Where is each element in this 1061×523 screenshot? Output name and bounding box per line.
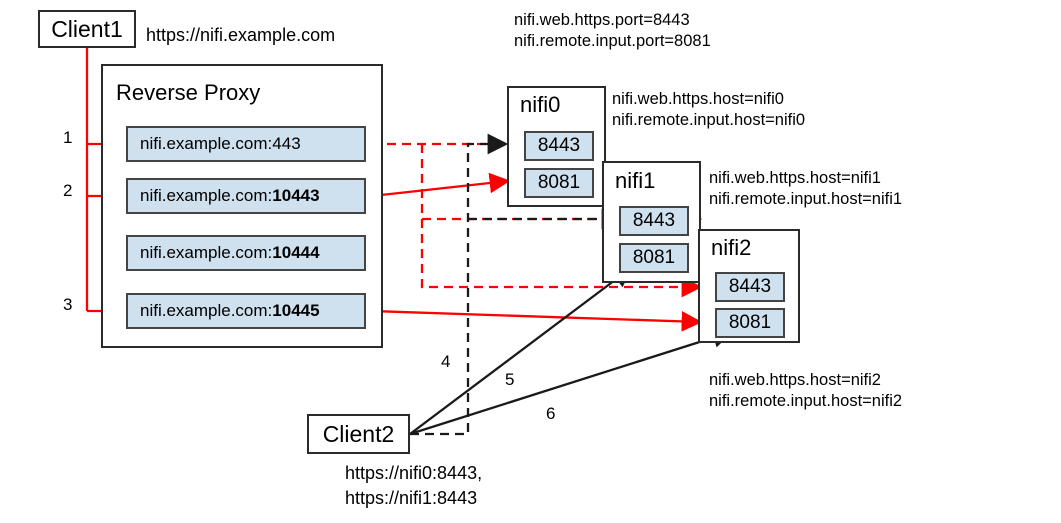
nifi1-props-line2: nifi.remote.input.host=nifi1 (709, 190, 903, 208)
nifi2-title: nifi2 (711, 235, 752, 260)
proxy-entry-10443[interactable]: nifi.example.com:10443 (126, 178, 366, 214)
cluster-shared-props: nifi.web.https.port=8443 nifi.remote.inp… (514, 10, 711, 52)
nifi2-props: nifi.web.https.host=nifi2 nifi.remote.in… (709, 370, 902, 412)
flow-marker-1: 1 (63, 128, 73, 147)
nifi2-props-line1: nifi.web.https.host=nifi2 (709, 371, 881, 389)
nifi1-props: nifi.web.https.host=nifi1 nifi.remote.in… (709, 168, 902, 210)
flow-marker-4: 4 (441, 352, 451, 371)
client2-url-line1: https://nifi0:8443, (345, 463, 483, 483)
reverse-proxy-title: Reverse Proxy (116, 80, 261, 105)
proxy-entry-443-port: 443 (272, 134, 301, 153)
proxy-10445-line (371, 309, 703, 332)
proxy-entry-443-host: nifi.example.com: (140, 134, 273, 153)
client2-box[interactable]: Client2 (307, 414, 410, 454)
nifi0-port-8443[interactable]: 8443 (524, 131, 594, 161)
nifi1-port-8443[interactable]: 8443 (619, 206, 689, 236)
client1-url-label: https://nifi.example.com (146, 25, 336, 45)
nifi0-title: nifi0 (520, 92, 561, 117)
nifi1-title: nifi1 (615, 168, 656, 193)
nifi0-props-line2: nifi.remote.input.host=nifi0 (612, 111, 806, 129)
client2-url-line2: https://nifi1:8443 (345, 488, 478, 508)
flow-marker-6: 6 (546, 404, 556, 423)
proxy-entry-10444[interactable]: nifi.example.com:10444 (126, 235, 366, 271)
client2-to-nifi1-8081-line (409, 266, 633, 435)
nifi1-port-8081[interactable]: 8081 (619, 243, 689, 273)
cluster-shared-props-line2: nifi.remote.input.port=8081 (514, 32, 711, 50)
nifi2-port-8081[interactable]: 8081 (715, 308, 785, 338)
proxy-entry-10444-port: 10444 (272, 243, 320, 262)
flow-marker-2: 2 (63, 181, 73, 200)
proxy-entry-10444-host: nifi.example.com: (140, 243, 273, 262)
nifi0-props-line1: nifi.web.https.host=nifi0 (612, 90, 784, 108)
client2-label: Client2 (322, 420, 395, 447)
proxy-10443-line (371, 172, 511, 198)
proxy-entry-10443-host: nifi.example.com: (140, 186, 273, 205)
flow-marker-5: 5 (505, 370, 515, 389)
nifi0-port-8081[interactable]: 8081 (524, 168, 594, 198)
client1-box[interactable]: Client1 (38, 10, 136, 48)
proxy-entry-10443-port: 10443 (272, 186, 320, 205)
proxy-entry-443[interactable]: nifi.example.com:443 (126, 126, 366, 162)
client2-urls: https://nifi0:8443, https://nifi1:8443 (345, 461, 482, 511)
proxy-entry-10445-port: 10445 (272, 301, 320, 320)
proxy-entry-10445[interactable]: nifi.example.com:10445 (126, 293, 366, 329)
nifi1-props-line1: nifi.web.https.host=nifi1 (709, 169, 881, 187)
client2-to-nifi2-8081-line (409, 327, 734, 436)
proxy-entry-10445-host: nifi.example.com: (140, 301, 273, 320)
flow-marker-3: 3 (63, 295, 73, 314)
cluster-shared-props-line1: nifi.web.https.port=8443 (514, 11, 690, 29)
client1-label: Client1 (51, 15, 123, 42)
nifi0-props: nifi.web.https.host=nifi0 nifi.remote.in… (612, 89, 805, 131)
nifi2-props-line2: nifi.remote.input.host=nifi2 (709, 392, 903, 410)
nifi2-port-8443[interactable]: 8443 (715, 272, 785, 302)
